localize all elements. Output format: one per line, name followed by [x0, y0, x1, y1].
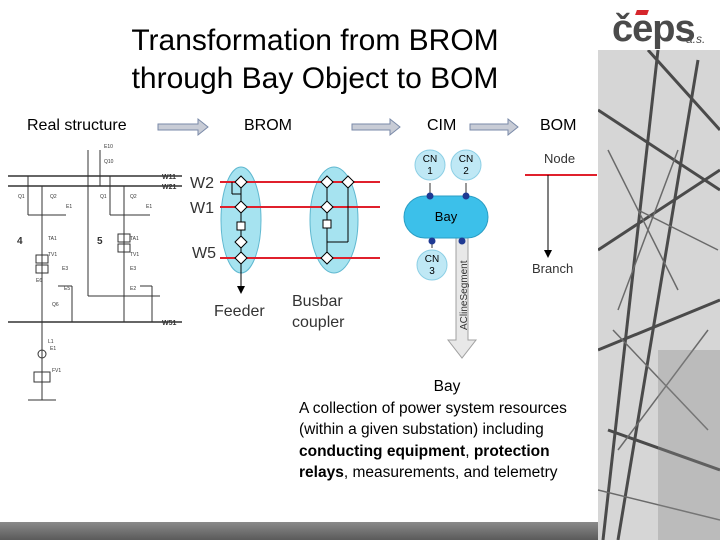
bay-definition-caption: Bay A collection of power system resourc…: [299, 376, 599, 484]
bay-number-5: 5: [97, 236, 103, 247]
cim-cn2-label-2: 2: [463, 166, 469, 177]
busbar-label-w21: W21: [162, 184, 177, 191]
cim-cn2-label-1: CN: [459, 154, 473, 165]
schematic-tag: Q1: [18, 194, 25, 200]
cim-terminal-dot: [426, 192, 434, 200]
brom-feeder-label: Feeder: [214, 303, 265, 320]
schematic-tag: L1: [48, 339, 54, 345]
schematic-tag: E1: [66, 204, 72, 210]
caption-bold-1: conducting equipment: [299, 442, 466, 460]
schematic-tag: Q2: [130, 194, 137, 200]
cim-terminal-dot: [428, 237, 436, 245]
busbar-label-w51: W51: [162, 320, 177, 327]
caption-text-2: ,: [465, 442, 474, 460]
slide-title: Transformation from BROM through Bay Obj…: [60, 22, 570, 98]
logo-suffix: a.s.: [686, 32, 706, 46]
brom-busbar-label-w1: W1: [190, 200, 214, 217]
cim-cn3-label-2: 3: [429, 266, 435, 277]
cim-cn1-label-2: 1: [427, 166, 433, 177]
brom-busbar-label-w2: W2: [190, 175, 214, 192]
title-line-2: through Bay Object to BOM: [131, 62, 499, 95]
transform-arrow-1: [157, 117, 209, 137]
busbar-label-w11: W11: [162, 174, 176, 181]
schematic-tag: TA1: [130, 236, 139, 242]
caption-title: Bay: [433, 378, 461, 395]
cim-terminal-dot: [458, 237, 466, 245]
bom-branch-label: Branch: [532, 261, 573, 276]
schematic-tag: Q10: [104, 159, 114, 165]
cim-cn3: [416, 249, 448, 281]
brom-diagram: [220, 166, 380, 294]
schematic-tag: E3: [130, 266, 136, 272]
bom-node-label: Node: [544, 151, 575, 166]
real-structure-schematic: [8, 150, 182, 401]
acline-segment-label: AClineSegment: [459, 260, 470, 330]
schematic-labels: W11 W21 W51 4 5 E10 Q10 Q1 Q2 E1 TA1 TV1…: [17, 144, 177, 374]
caption-text-3: , measurements, and telemetry: [343, 464, 558, 482]
logo-text: čeps: [612, 8, 696, 50]
cim-bay-object: [403, 195, 489, 239]
transform-arrow-3: [469, 117, 519, 137]
coupler-bay-ellipse: [309, 166, 359, 274]
stage-label-cim: CIM: [427, 117, 457, 134]
brom-coupler-label-1: Busbar: [292, 293, 343, 310]
caption-text-1: A collection of power system resources (…: [299, 399, 567, 439]
schematic-tag: TV1: [130, 252, 139, 258]
schematic-tag: E1: [50, 346, 56, 352]
bay-number-4: 4: [17, 236, 23, 247]
brom-busbar-label-w5: W5: [192, 245, 216, 262]
bom-diagram: Node Branch: [525, 151, 597, 276]
caption-bold-2: protection relays: [299, 442, 550, 482]
transform-arrow-2: [351, 117, 401, 137]
stage-label-bom: BOM: [540, 117, 577, 134]
cim-cn1-label-1: CN: [423, 154, 437, 165]
acline-segment-arrow: [446, 224, 478, 359]
schematic-tag: Q6: [52, 302, 59, 308]
cim-cn1: [414, 149, 446, 181]
cim-diagram: AClineSegment Bay CN 1 CN 2 CN 3: [403, 149, 489, 359]
diagram-canvas: W11 W21 W51 4 5 E10 Q10 Q1 Q2 E1 TA1 TV1…: [8, 117, 597, 401]
schematic-tag: Q1: [100, 194, 107, 200]
schematic-tag: TV1: [48, 252, 57, 258]
schematic-tag: FV1: [52, 368, 61, 374]
schematic-tag: TA1: [48, 236, 57, 242]
schematic-tag: E1: [146, 204, 152, 210]
stage-label-real-structure: Real structure: [27, 117, 127, 134]
title-line-1: Transformation from BROM: [131, 24, 499, 57]
footer-bar: [0, 522, 598, 540]
brom-labels: W2 W1 W5 Feeder Busbar coupler: [190, 175, 345, 331]
stage-label-brom: BROM: [244, 117, 292, 134]
ceps-logo: čeps a.s.: [612, 8, 712, 50]
schematic-tag: Q2: [50, 194, 57, 200]
schematic-tag: E10: [104, 144, 113, 150]
transmission-tower-photo: [598, 50, 720, 540]
schematic-tag: E3: [62, 266, 68, 272]
cim-cn2: [450, 149, 482, 181]
brom-coupler-label-2: coupler: [292, 314, 345, 331]
schematic-tag: E6: [36, 278, 42, 284]
schematic-tag: E5: [64, 286, 70, 292]
cim-terminal-dot: [462, 192, 470, 200]
cim-bay-label: Bay: [435, 209, 458, 224]
cim-cn3-label-1: CN: [425, 254, 439, 265]
schematic-tag: E2: [130, 286, 136, 292]
